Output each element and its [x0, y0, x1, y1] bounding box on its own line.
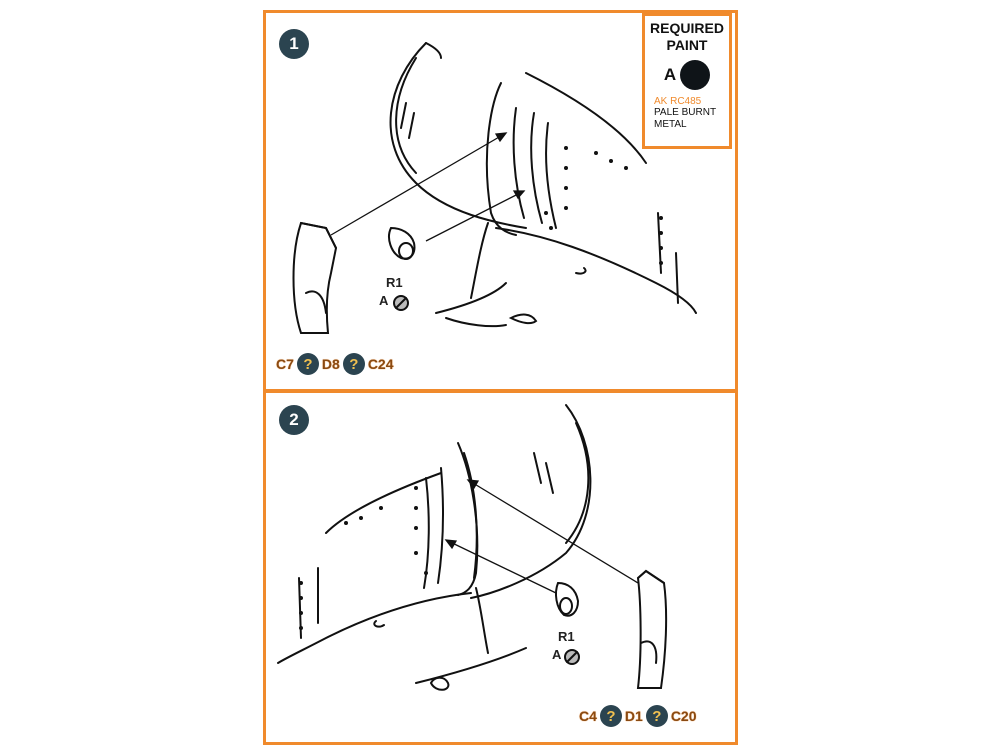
resin-part: [388, 226, 416, 260]
nacelle-inner: [395, 57, 417, 174]
step-2-parts: C4 ? D1 ? C20: [579, 705, 697, 727]
resin-part: [555, 581, 580, 617]
part-code: D8: [321, 356, 340, 372]
question-icon: ?: [296, 353, 319, 375]
paint-title-line1: REQUIRED: [650, 20, 724, 36]
door-frame: [457, 442, 479, 596]
paint-title-line2: PAINT: [666, 37, 708, 53]
part-code: D1: [624, 708, 643, 724]
part-code: C7: [276, 356, 294, 372]
paint-letter-label: A: [552, 647, 562, 662]
part-code: C4: [579, 708, 597, 724]
resin-part-label: R1: [386, 275, 403, 290]
fuselage-side: [525, 72, 647, 164]
step-2-badge: 2: [279, 405, 309, 435]
door-part: [636, 569, 668, 689]
lower-hull: [495, 227, 697, 314]
paint-name-line1: PALE BURNT: [654, 107, 717, 118]
paint-reference: AK RC485: [654, 96, 702, 107]
question-icon: ?: [599, 705, 622, 727]
step-2-panel: 2: [263, 390, 738, 745]
question-icon: ?: [645, 705, 668, 727]
nacelle-outline: [389, 42, 527, 229]
paint-letter-label: A: [379, 293, 389, 308]
part-code: C24: [367, 356, 394, 372]
paint-swatch: [680, 60, 711, 90]
step-1-badge: 1: [279, 29, 309, 59]
step-2-drawing: [277, 404, 668, 691]
resin-part-label: R1: [558, 629, 575, 644]
door-frame: [485, 82, 517, 236]
paint-name-line2: METAL: [654, 119, 687, 130]
step-1-drawing: [292, 42, 697, 334]
required-paint-box: REQUIRED PAINT A AK RC485 PALE BURNT MET…: [642, 13, 732, 149]
part-code: C20: [670, 708, 697, 724]
paint-letter: A: [663, 65, 677, 84]
nacelle-outline: [470, 404, 592, 599]
step-1-panel: 1: [263, 10, 738, 392]
lower-hull: [277, 592, 472, 664]
question-icon: ?: [342, 353, 365, 375]
step-1-parts: C7 ? D8 ? C24: [276, 353, 394, 375]
door-part: [292, 221, 338, 334]
fuselage-side: [325, 472, 442, 534]
